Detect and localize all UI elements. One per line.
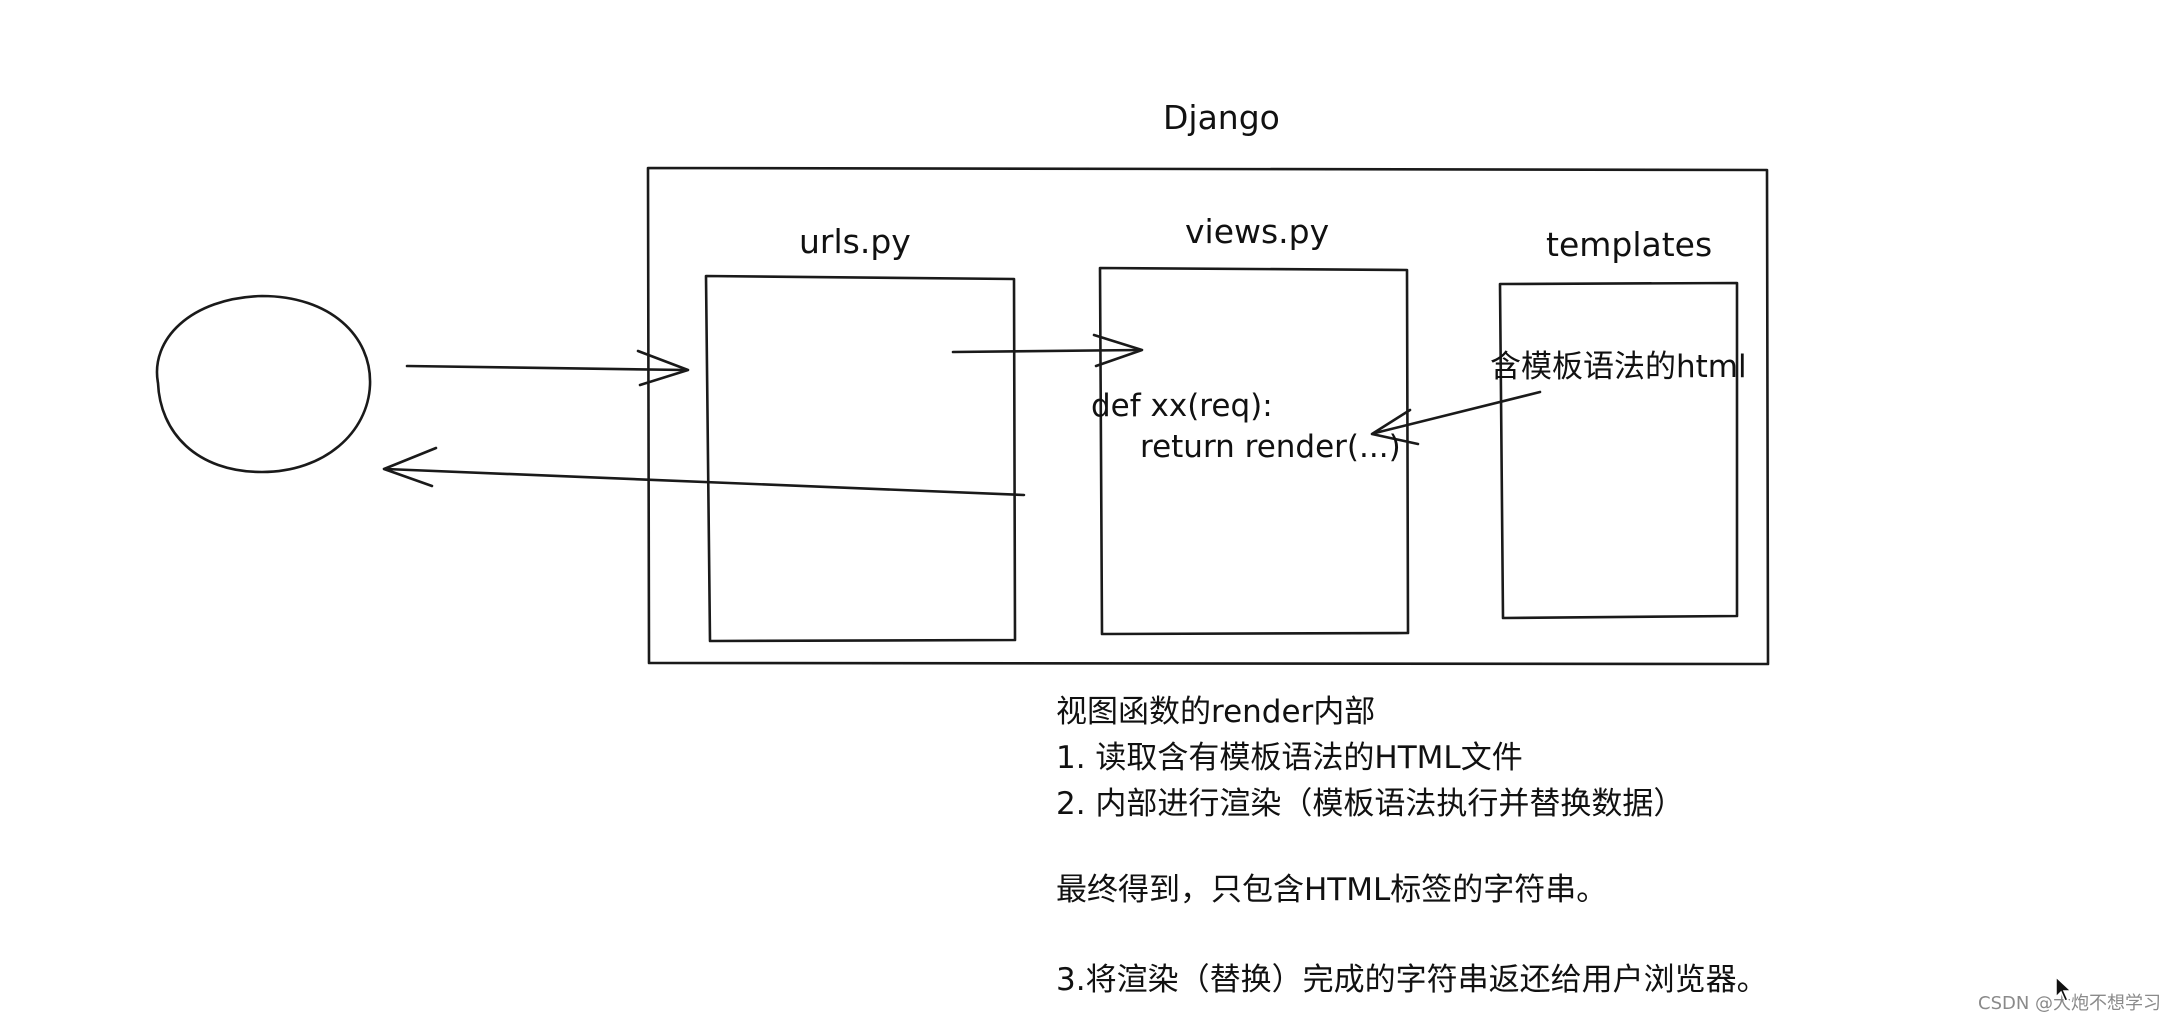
diagram-title: Django (1163, 98, 1280, 137)
templates-content-label: 含模板语法的html (1490, 349, 1747, 385)
notes-step2: 2. 内部进行渲染（模板语法执行并替换数据） (1056, 786, 1685, 822)
views-code-return: return render(...) (1140, 429, 1401, 465)
views-box (1098, 266, 1410, 636)
urls-box (704, 274, 1017, 643)
request-arrow (405, 349, 690, 387)
mouse-pointer-icon (2055, 975, 2073, 1002)
urls-label: urls.py (799, 222, 911, 261)
notes-heading: 视图函数的render内部 (1056, 694, 1376, 730)
response-arrow (382, 446, 1026, 497)
notes-result: 最终得到，只包含HTML标签的字符串。 (1056, 872, 1608, 908)
notes-step3: 3.将渲染（替换）完成的字符串返还给用户浏览器。 (1056, 962, 1768, 998)
browser-client-circle (155, 294, 372, 474)
notes-step1: 1. 读取含有模板语法的HTML文件 (1056, 740, 1523, 776)
views-code-def: def xx(req): (1091, 388, 1273, 424)
django-container (646, 166, 1770, 666)
template-load-arrow (1370, 390, 1542, 446)
templates-label: templates (1546, 225, 1713, 264)
route-arrow (951, 333, 1144, 368)
watermark: CSDN @大炮不想学习 (1978, 993, 2162, 1014)
views-label: views.py (1185, 212, 1330, 251)
templates-box (1498, 281, 1739, 620)
